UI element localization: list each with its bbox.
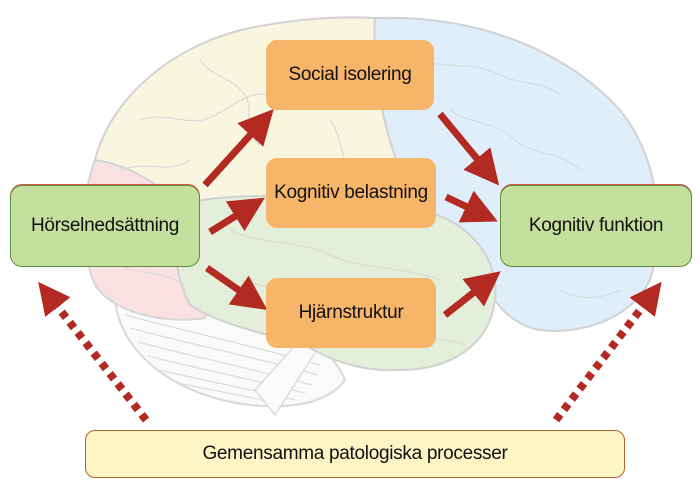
node-kognitiv-funktion-label: Kognitiv funktion xyxy=(528,215,664,236)
node-kognitiv-belastning: Kognitiv belastning xyxy=(266,158,436,228)
node-kognitiv-belastning-label: Kognitiv belastning xyxy=(274,182,428,203)
node-gemensamma-label: Gemensamma patologiska processer xyxy=(202,443,508,464)
arrow-kognitiv-belastning-to-outcome xyxy=(444,190,498,223)
node-kognitiv-funktion: Kognitiv funktion xyxy=(500,185,692,267)
node-social-isolering-label: Social isolering xyxy=(288,64,412,85)
arrow-hjarnstruktur-to-outcome xyxy=(442,271,501,318)
arrow-source-to-social-isolering xyxy=(202,109,274,188)
node-hjarnstruktur-label: Hjärnstruktur xyxy=(298,302,404,323)
arrow-social-isolering-to-outcome xyxy=(437,111,500,186)
node-horselnedsattning-label: Hörselnedsättning xyxy=(30,215,180,236)
arrow-source-to-kognitiv-belastning xyxy=(208,197,265,235)
arrow-source-to-hjarnstruktur xyxy=(205,265,268,310)
node-gemensamma-patologiska-processer: Gemensamma patologiska processer xyxy=(85,430,625,478)
node-horselnedsattning: Hörselnedsättning xyxy=(10,185,200,267)
node-social-isolering: Social isolering xyxy=(266,40,434,110)
dotted-arrow-common-to-source xyxy=(38,281,150,423)
node-hjarnstruktur: Hjärnstruktur xyxy=(266,278,436,348)
